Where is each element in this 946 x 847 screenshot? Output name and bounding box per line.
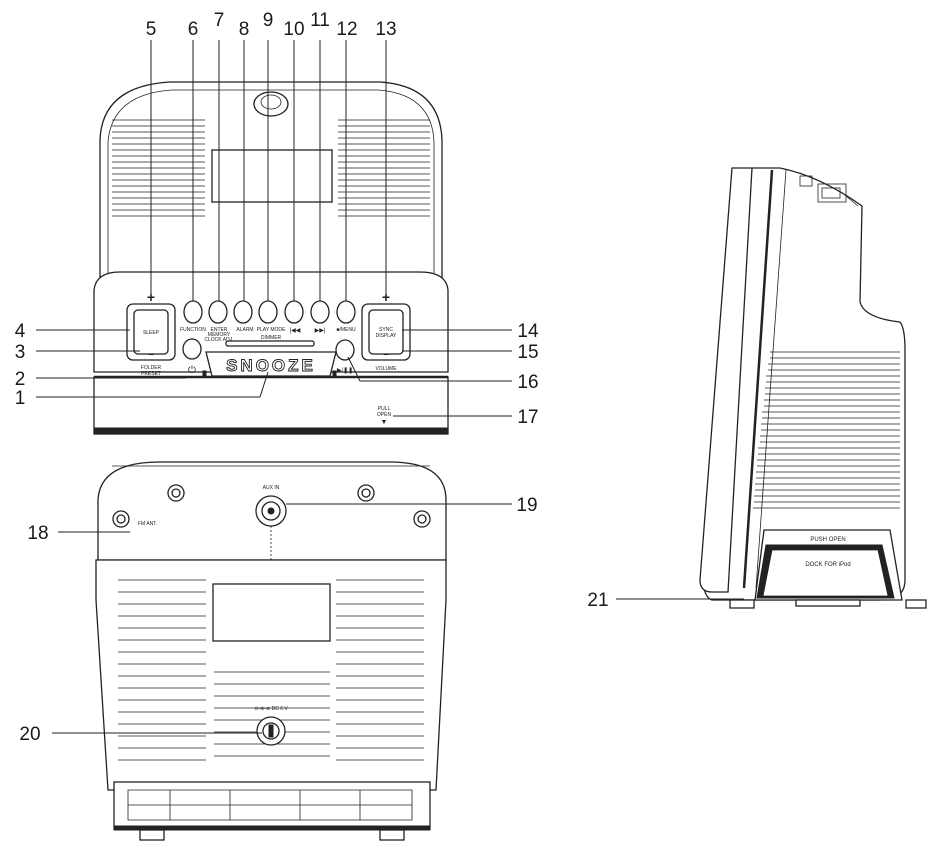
callout-16: 16 bbox=[517, 372, 538, 393]
back-view: AUX IN FM ANT. ⊖-⊕-⊕ DC 6 V bbox=[95, 461, 447, 841]
callout-4: 4 bbox=[15, 321, 26, 342]
side-grille bbox=[753, 351, 900, 509]
sync-label: SYNC bbox=[379, 327, 393, 333]
callout-15: 15 bbox=[517, 342, 538, 363]
play-mode-label: PLAY MODE bbox=[257, 327, 286, 333]
play-pause-label: ▶/❚❚ bbox=[337, 367, 353, 374]
display-label: DISPLAY bbox=[376, 333, 397, 339]
pull-label: PULL bbox=[378, 406, 391, 412]
callout-8: 8 bbox=[239, 19, 250, 40]
callout-3: 3 bbox=[15, 342, 26, 363]
alarm-label: ALARM bbox=[236, 327, 253, 333]
callout-12: 12 bbox=[336, 19, 357, 40]
callout-7: 7 bbox=[214, 10, 225, 31]
preset-label: PRESET bbox=[141, 371, 161, 377]
enter-label: ENTER bbox=[211, 327, 228, 333]
clock-adj-label: CLOCK ADJ. bbox=[204, 337, 233, 343]
volume-label: VOLUME bbox=[375, 366, 397, 372]
power-icon: ⏻ bbox=[188, 365, 196, 376]
aux-in-label: AUX IN bbox=[263, 485, 280, 491]
callout-6: 6 bbox=[188, 19, 199, 40]
stop-menu-label: ■/MENU bbox=[336, 327, 356, 333]
sleep-label: SLEEP bbox=[143, 330, 160, 336]
callout-numbers: 5 6 7 8 9 10 11 12 13 4 3 2 1 14 15 16 1… bbox=[15, 10, 609, 745]
callout-2: 2 bbox=[15, 369, 26, 390]
callout-19: 19 bbox=[516, 495, 537, 516]
front-view: + SLEEP − FOLDER PRESET + SYNC DISPLAY −… bbox=[93, 81, 449, 435]
fm-ant-label: FM ANT. bbox=[138, 521, 157, 527]
side-view: PUSH OPEN DOCK FOR iPod bbox=[699, 167, 927, 609]
function-label: FUNCTION bbox=[180, 327, 206, 333]
volume-plus-glyph: + bbox=[382, 289, 390, 305]
dimmer-label: DIMMER bbox=[261, 335, 282, 341]
sleep-plus-glyph: + bbox=[147, 289, 155, 305]
callout-5: 5 bbox=[146, 19, 157, 40]
pull-arrow-glyph: ▼ bbox=[381, 419, 388, 426]
callout-1: 1 bbox=[15, 388, 26, 409]
front-grille bbox=[112, 119, 430, 217]
dock-label: DOCK FOR iPod bbox=[805, 562, 850, 568]
callout-11: 11 bbox=[310, 10, 330, 31]
push-open-label: PUSH OPEN bbox=[810, 537, 845, 543]
callout-21: 21 bbox=[587, 590, 608, 611]
memory-label: MEMORY bbox=[208, 332, 231, 338]
dc-input-label: ⊖-⊕-⊕ DC 6 V bbox=[254, 706, 288, 712]
callout-20: 20 bbox=[19, 724, 40, 745]
folder-label: FOLDER bbox=[141, 365, 162, 371]
callout-10: 10 bbox=[283, 19, 304, 40]
next-label: ▶▶| bbox=[315, 328, 326, 334]
callout-13: 13 bbox=[375, 19, 396, 40]
callout-18: 18 bbox=[27, 523, 48, 544]
open-label: OPEN bbox=[377, 412, 392, 418]
callout-17: 17 bbox=[517, 407, 538, 428]
callout-9: 9 bbox=[263, 10, 274, 31]
snooze-button-label: SNOOZE bbox=[226, 356, 316, 375]
prev-label: |◀◀ bbox=[290, 328, 301, 334]
leader-lines bbox=[36, 40, 744, 734]
volume-minus-glyph: − bbox=[383, 350, 389, 361]
callout-14: 14 bbox=[517, 321, 539, 342]
sleep-minus-glyph: − bbox=[148, 350, 154, 361]
